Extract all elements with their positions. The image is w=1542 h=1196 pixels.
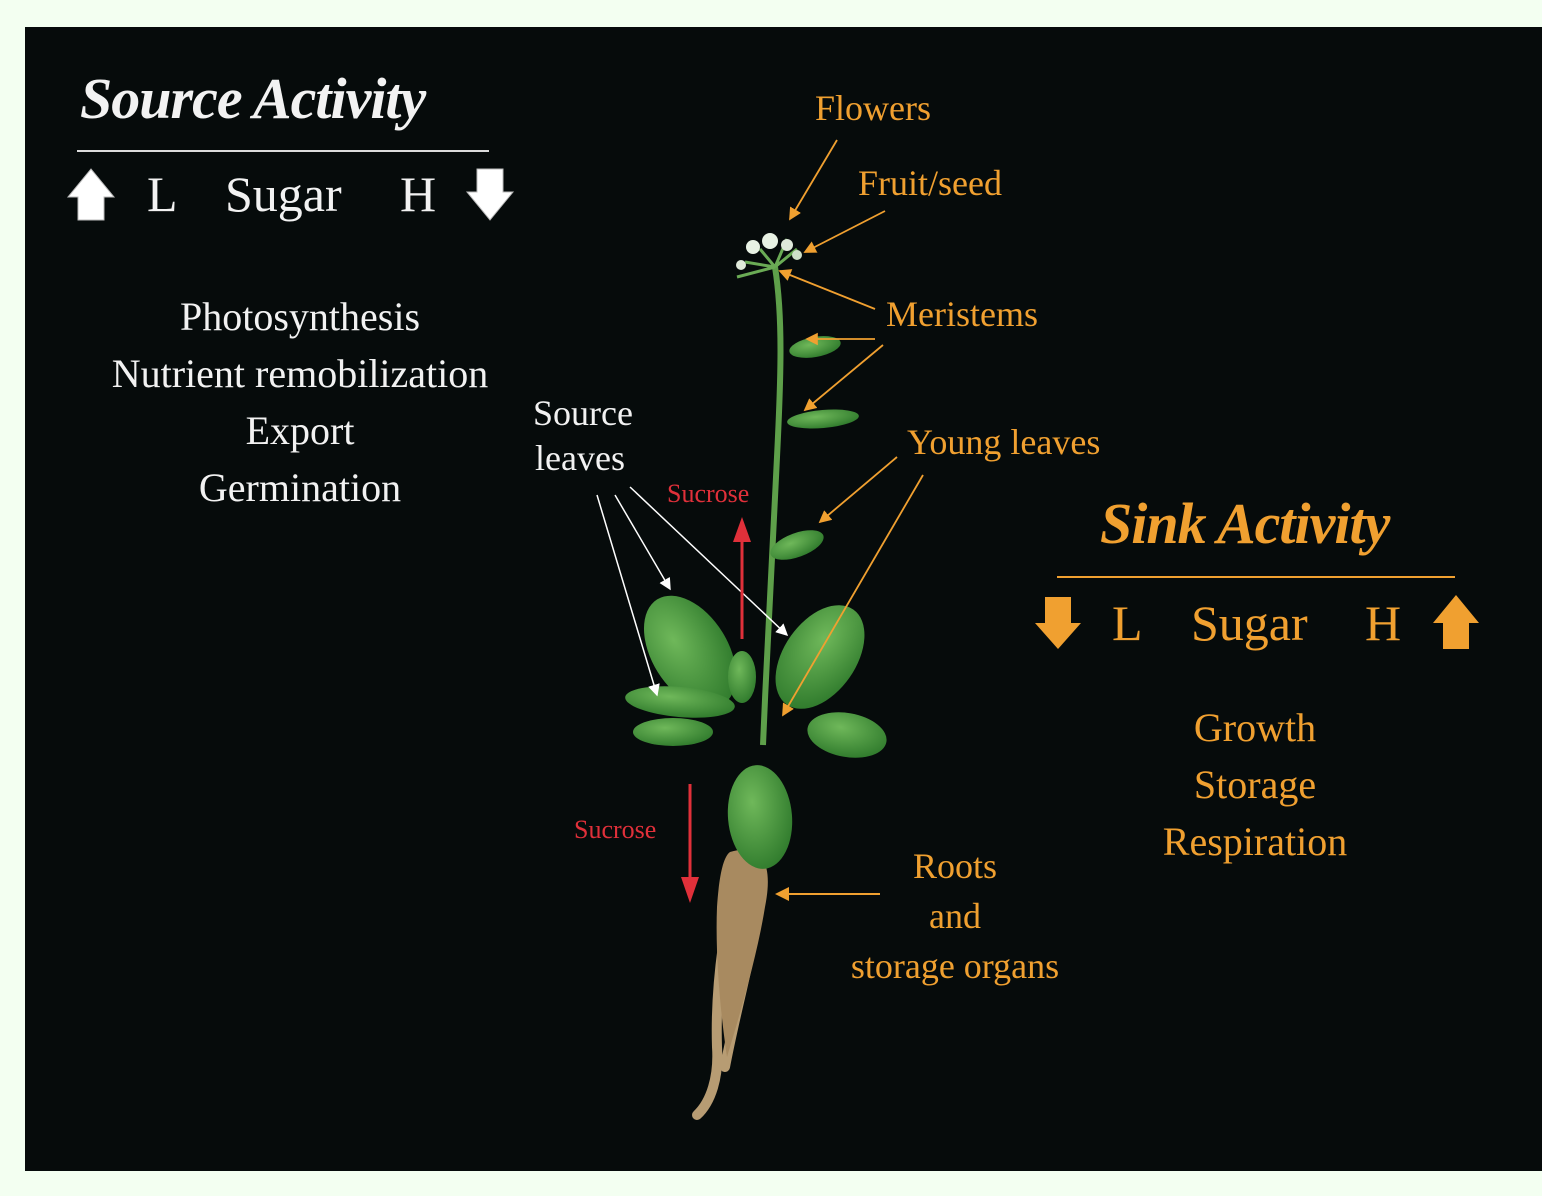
source-leaves-label-line1: Source: [533, 392, 633, 434]
meristems-label: Meristems: [886, 293, 1038, 335]
cauline-leaf: [786, 407, 859, 431]
sink-item-growth: Growth: [1105, 699, 1405, 756]
rosette-leaf: [757, 589, 883, 725]
sucrose-down-label: Sucrose: [574, 815, 656, 845]
sucrose-down-arrow: [681, 784, 699, 903]
inflorescence: [736, 233, 802, 277]
source-leaves-label-line2: leaves: [535, 437, 625, 479]
source-item-photosynthesis: Photosynthesis: [60, 288, 540, 345]
flowers-label: Flowers: [815, 87, 931, 129]
source-scale-low: L: [147, 165, 178, 223]
rosette-leaf: [728, 651, 756, 703]
flowers-arrow: [790, 140, 837, 219]
sink-activity-list: Growth Storage Respiration: [1105, 699, 1405, 870]
roots-label-line1: Roots: [805, 845, 1105, 887]
sink-activity-title: Sink Activity: [1100, 490, 1389, 557]
sink-item-respiration: Respiration: [1105, 813, 1405, 870]
source-leaf-arrow: [615, 495, 670, 589]
diagram-panel: Source Activity L Sugar H Photosynthesis…: [25, 27, 1542, 1171]
source-item-nutrient-remobilization: Nutrient remobilization: [60, 345, 540, 402]
sucrose-up-label: Sucrose: [667, 479, 749, 509]
source-title-divider: [77, 150, 489, 152]
sucrose-up-arrow: [733, 517, 751, 639]
source-item-export: Export: [60, 402, 540, 459]
sink-title-divider: [1057, 576, 1455, 578]
up-arrow-icon: [1433, 595, 1479, 649]
root-body: [717, 850, 768, 1057]
fruit-seed-label: Fruit/seed: [858, 162, 1002, 204]
young-leaves-arrow: [783, 475, 923, 715]
young-leaves-label: Young leaves: [907, 421, 1100, 463]
sink-scale-low: L: [1112, 594, 1143, 652]
source-scale-high: H: [400, 165, 436, 223]
sink-scale-label: Sugar: [1191, 594, 1308, 652]
roots-label-line2: and: [805, 895, 1105, 937]
down-arrow-icon: [1035, 597, 1081, 649]
sink-scale-high: H: [1365, 594, 1401, 652]
source-activity-list: Photosynthesis Nutrient remobilization E…: [60, 288, 540, 516]
cauline-leaf: [788, 333, 843, 362]
roots-label: Roots and storage organs: [805, 845, 1105, 987]
sink-item-storage: Storage: [1105, 756, 1405, 813]
roots-label-line3: storage organs: [805, 945, 1105, 987]
source-item-germination: Germination: [60, 459, 540, 516]
source-activity-title: Source Activity: [80, 65, 425, 132]
source-scale-label: Sugar: [225, 165, 342, 223]
source-leaf-arrow: [597, 495, 657, 695]
rosette-leaf: [804, 706, 890, 763]
down-arrow-icon: [467, 169, 513, 220]
fruit-seed-arrow: [805, 211, 885, 252]
up-arrow-icon: [68, 169, 114, 220]
meristems-arrow: [780, 271, 875, 309]
young-leaves-arrow: [820, 457, 897, 522]
rosette-leaf: [633, 718, 713, 746]
